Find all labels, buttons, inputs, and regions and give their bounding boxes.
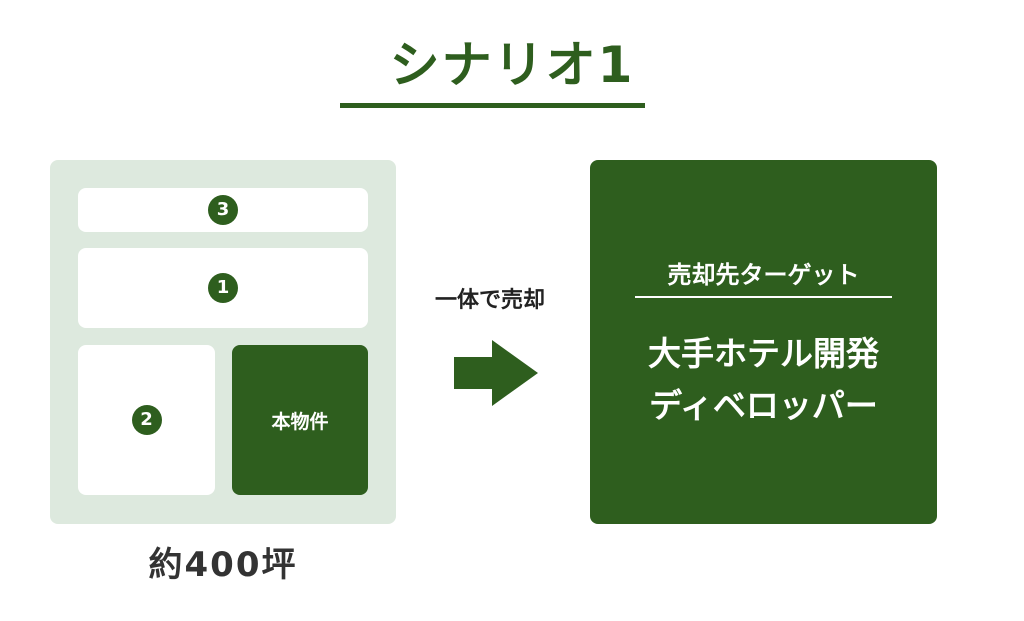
sell-together-label: 一体で売却: [434, 288, 545, 313]
lot-1: 1: [78, 248, 368, 328]
sale-target-name: 大手ホテル開発 ディベロッパー: [590, 328, 937, 432]
sale-target-name-line1: 大手ホテル開発: [648, 334, 879, 373]
lot-1-number-badge: 1: [208, 273, 238, 303]
sale-target-divider: [635, 296, 892, 298]
sale-target-heading: 売却先ターゲット: [667, 261, 860, 289]
subject-property-lot: 本物件: [232, 345, 368, 495]
site-plan-panel: 3 1 2 本物件: [50, 160, 396, 524]
lot-3: 3: [78, 188, 368, 232]
diagram-title: シナリオ1: [389, 36, 635, 94]
title-underline: [340, 103, 645, 108]
sale-target-name-line2: ディベロッパー: [649, 386, 878, 425]
area-label: 約400坪: [148, 545, 298, 585]
lot-3-number-badge: 3: [208, 195, 238, 225]
sale-target-box: 売却先ターゲット 大手ホテル開発 ディベロッパー: [590, 160, 937, 524]
right-arrow-icon: [454, 340, 538, 406]
subject-property-label: 本物件: [271, 410, 329, 433]
lot-2-number-badge: 2: [131, 405, 162, 435]
lot-2: 2: [78, 345, 215, 495]
